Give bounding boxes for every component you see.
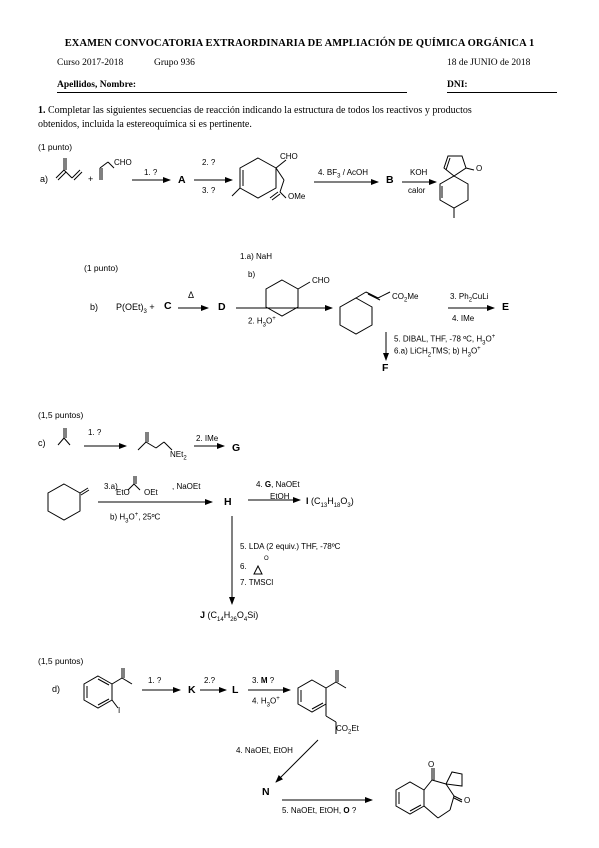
step-b-6: 6.a) LiCH2TMS; b) H3O+ <box>394 346 481 359</box>
step-c-4: 4. G, NaOEt <box>256 480 300 489</box>
step-c-1: 1. ? <box>88 428 102 437</box>
step-b-1b: b) <box>248 270 256 279</box>
step-a-1: 1. ? <box>144 168 158 177</box>
arrow-d-4 <box>275 739 319 783</box>
step-a-4: 4. BF3 / AcOH <box>318 168 369 180</box>
step-c-5: 5. LDA (2 equiv.) THF, -78ºC <box>240 542 341 551</box>
acrolein-cho-label: CHO <box>114 158 132 167</box>
step-b-1a: 1.a) NaH <box>240 252 273 261</box>
dni-line <box>447 92 557 93</box>
part-a-letter: a) <box>40 174 49 184</box>
part-b-points: (1 punto) <box>84 263 119 273</box>
naoet-label: , NaOEt <box>172 482 201 491</box>
step-b-4: 4. IMe <box>452 314 475 323</box>
step-c-7: 7. TMSCl <box>240 578 274 587</box>
etoh-label: EtOH <box>270 492 290 501</box>
acetone-structure <box>57 428 71 446</box>
step-c-3b: b) H3O+, 25ºC <box>110 512 161 525</box>
group-number: Grupo 936 <box>154 58 195 68</box>
question-line-1: 1. Completar las siguientes secuencias d… <box>38 104 472 117</box>
acrolein-structure <box>99 161 115 180</box>
part-a-points: (1 punto) <box>38 142 73 152</box>
exam-title: EXAMEN CONVOCATORIA EXTRAORDINARIA DE AM… <box>64 38 535 49</box>
compound-L: L <box>232 684 239 696</box>
diethyl-carbonate-structure <box>127 476 141 491</box>
step-d-4b: 4. NaOEt, EtOH <box>236 746 293 755</box>
calor-label: calor <box>408 186 426 195</box>
eto-label: EtO <box>116 488 130 497</box>
compound-B: B <box>386 174 394 186</box>
compound-G: G <box>232 442 241 454</box>
iodoacetophenone-structure <box>83 668 133 709</box>
step-b-2: 2. H3O+ <box>248 316 276 329</box>
spiro-enone-structure <box>439 155 475 218</box>
net2-label: NEt2 <box>170 450 187 462</box>
compound-K: K <box>188 684 196 696</box>
epoxide-oxygen: O <box>264 556 269 562</box>
compound-J: J (C14H26O4Si) <box>200 610 259 623</box>
compound-N: N <box>262 786 270 798</box>
compound-A: A <box>178 174 186 186</box>
step-d-4: 4. H3O+ <box>252 696 280 709</box>
step-a-3: 3. ? <box>202 186 216 195</box>
part-c-points: (1,5 puntos) <box>38 410 84 420</box>
compound-F: F <box>382 362 389 374</box>
unsaturated-ester-structure <box>339 291 391 335</box>
isoprene-structure <box>55 158 83 181</box>
part-b-letter: b) <box>90 302 99 312</box>
heat-delta: Δ <box>188 290 195 300</box>
koh-label: KOH <box>410 168 428 177</box>
step-b-3: 3. Ph2CuLi <box>450 292 489 304</box>
cyclohexanone-structure <box>47 483 90 521</box>
enone-oxygen-label: O <box>476 164 483 173</box>
course-year: Curso 2017-2018 <box>57 58 124 68</box>
cyclohexyl-cho-label: CHO <box>312 276 330 285</box>
aldehyde-cho-label: CHO <box>280 152 298 161</box>
ketone-oxygen-1: O <box>428 760 435 769</box>
compound-H: H <box>224 496 232 508</box>
keto-ester-structure <box>297 670 347 734</box>
part-d-letter: d) <box>52 684 61 694</box>
question-text-1: Completar las siguientes secuencias de r… <box>48 105 472 116</box>
co2et-label: CO2Et <box>336 724 359 736</box>
compound-I: I (C13H18O3) <box>306 496 354 509</box>
part-d-points: (1,5 puntos) <box>38 656 84 666</box>
epoxide-structure <box>253 564 263 575</box>
ome-label: OMe <box>288 192 306 201</box>
exam-date: 18 de JUNIO de 2018 <box>447 58 531 68</box>
step-c-6: 6. <box>240 562 247 571</box>
step-d-1: 1. ? <box>148 676 162 685</box>
question-text-2: obtenidos, incluida la estereoquímica si… <box>38 119 252 130</box>
name-label: Apellidos, Nombre: <box>57 80 136 90</box>
compound-D: D <box>218 301 226 313</box>
step-a-2: 2. ? <box>202 158 216 167</box>
plus-sign: + <box>88 174 94 184</box>
compound-E: E <box>502 301 510 313</box>
spiro-benzocycloheptadione-structure <box>395 768 463 819</box>
step-d-5: 5. NaOEt, EtOH, O ? <box>282 806 357 815</box>
oet-label: OEt <box>144 488 158 497</box>
step-d-3: 3. M ? <box>252 676 275 685</box>
part-c-letter: c) <box>38 438 46 448</box>
compound-C: C <box>164 300 172 312</box>
step-c-2: 2. IMe <box>196 434 219 443</box>
ketone-oxygen-2: O <box>464 796 471 805</box>
step-b-5: 5. DIBAL, THF, -78 ºC, H3O+ <box>394 334 496 347</box>
name-line <box>57 92 407 93</box>
iodo-label: I <box>118 706 121 715</box>
co2me-label: CO2Me <box>392 292 419 304</box>
question-number: 1. <box>38 105 46 116</box>
mannich-base-structure <box>137 432 173 451</box>
cyclohexene-aldehyde-structure <box>231 157 287 201</box>
phosphite-reagent: P(OEt)3 + <box>116 302 155 315</box>
dni-label: DNI: <box>447 80 468 90</box>
cyclohexanecarbaldehyde-structure <box>265 279 311 317</box>
step-c-3a: 3.a) <box>104 482 118 491</box>
step-d-2: 2.? <box>204 676 216 685</box>
